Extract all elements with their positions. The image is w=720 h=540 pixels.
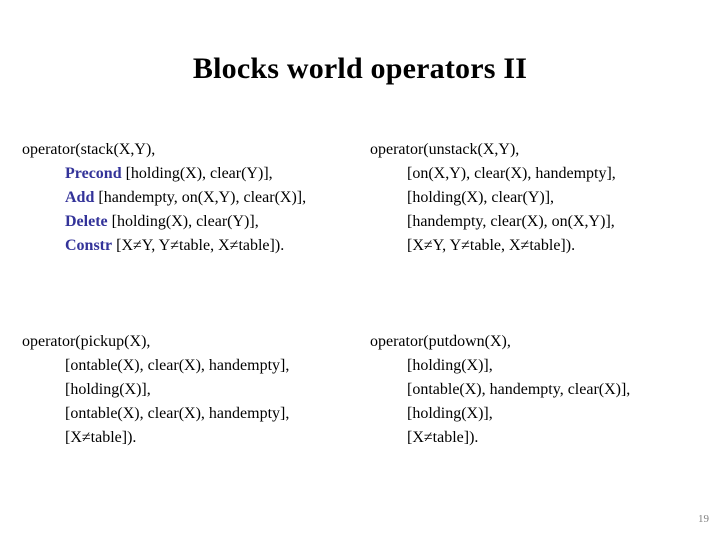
operator-putdown-add-value: [ontable(X), handempty, clear(X)], — [407, 381, 631, 398]
column-left-bottom: operator(pickup(X), [ontable(X), clear(X… — [0, 330, 364, 450]
column-right-bottom: operator(putdown(X), [holding(X)], [onta… — [364, 330, 720, 450]
add-keyword: Add — [65, 189, 95, 206]
delete-keyword: Delete — [65, 213, 108, 230]
operator-pickup-header: operator(pickup(X), — [22, 333, 151, 350]
operator-stack-header: operator(stack(X,Y), — [22, 141, 156, 158]
column-right-top: operator(unstack(X,Y), [on(X,Y), clear(X… — [364, 138, 720, 258]
operator-stack-constr: Constr [X≠Y, Y≠table, X≠table]). — [22, 234, 364, 258]
column-left-top: operator(stack(X,Y), Precond [holding(X)… — [0, 138, 364, 258]
operator-stack-constr-value: [X≠Y, Y≠table, X≠table]). — [116, 237, 285, 254]
operator-pickup-precond-value: [ontable(X), clear(X), handempty], — [65, 357, 290, 374]
operator-stack-add-value: [handempty, on(X,Y), clear(X)], — [98, 189, 307, 206]
operator-pickup-add-value: [holding(X)], — [65, 381, 151, 398]
operator-unstack-constr-value: [X≠Y, Y≠table, X≠table]). — [407, 237, 576, 254]
operator-stack-add: Add [handempty, on(X,Y), clear(X)], — [22, 186, 364, 210]
operator-row-top: operator(stack(X,Y), Precond [holding(X)… — [0, 138, 720, 258]
operator-pickup-constr-value: [X≠table]). — [65, 429, 137, 446]
operator-unstack-header: operator(unstack(X,Y), — [370, 141, 520, 158]
operator-unstack-precond-value: [on(X,Y), clear(X), handempty], — [407, 165, 616, 182]
operator-unstack-add-value: [holding(X), clear(Y)], — [407, 189, 555, 206]
operators-content: operator(stack(X,Y), Precond [holding(X)… — [0, 138, 720, 450]
operator-putdown-constr-value: [X≠table]). — [407, 429, 479, 446]
precond-keyword: Precond — [65, 165, 122, 182]
operator-pickup-delete-value: [ontable(X), clear(X), handempty], — [65, 405, 290, 422]
constr-keyword: Constr — [65, 237, 113, 254]
operator-putdown-delete-value: [holding(X)], — [407, 405, 493, 422]
operator-stack-precond: Precond [holding(X), clear(Y)], — [22, 162, 364, 186]
operator-putdown-header: operator(putdown(X), — [370, 333, 511, 350]
operator-block-putdown: operator(putdown(X), [holding(X)], [onta… — [370, 330, 720, 450]
operator-putdown-precond-value: [holding(X)], — [407, 357, 493, 374]
page-number: 19 — [698, 513, 709, 525]
operator-stack-precond-value: [holding(X), clear(Y)], — [125, 165, 273, 182]
operator-unstack-delete-value: [handempty, clear(X), on(X,Y)], — [407, 213, 615, 230]
operator-row-bottom: operator(pickup(X), [ontable(X), clear(X… — [0, 330, 720, 450]
operator-block-unstack: operator(unstack(X,Y), [on(X,Y), clear(X… — [370, 138, 720, 258]
operator-stack-delete-value: [holding(X), clear(Y)], — [111, 213, 259, 230]
page-title: Blocks world operators II — [192, 52, 528, 85]
operator-stack-delete: Delete [holding(X), clear(Y)], — [22, 210, 364, 234]
operator-block-pickup: operator(pickup(X), [ontable(X), clear(X… — [22, 330, 364, 450]
operator-block-stack: operator(stack(X,Y), Precond [holding(X)… — [22, 138, 364, 258]
